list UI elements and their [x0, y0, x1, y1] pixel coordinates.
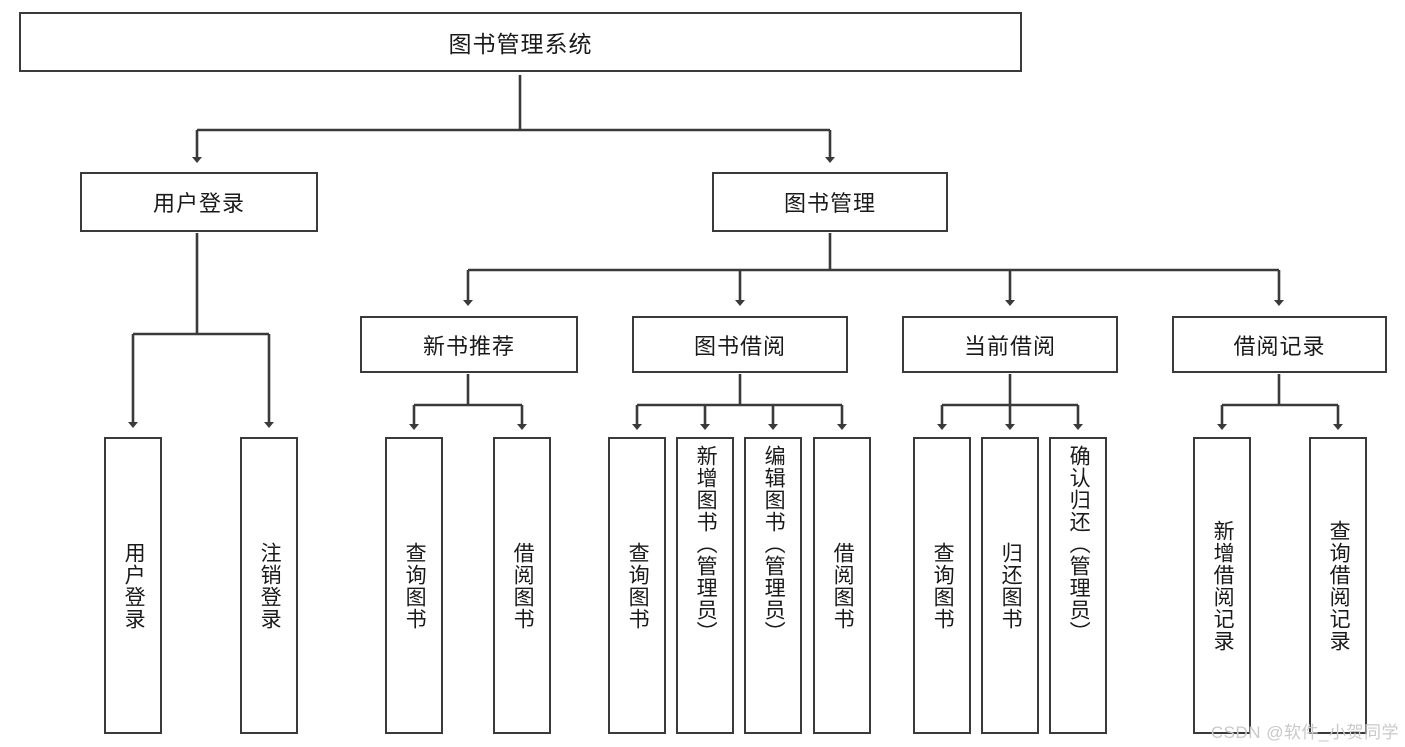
leaf-label: 查询图书	[403, 541, 427, 630]
node-current-borrow[interactable]: 当前借阅	[902, 316, 1118, 373]
leaf-label: 用户登录	[122, 541, 146, 630]
leaf-label: 查询图书	[931, 541, 955, 630]
node-book-management[interactable]: 图书管理	[712, 172, 948, 232]
leaf-user-login-logout[interactable]: 注销登录	[240, 437, 298, 734]
node-label: 借阅记录	[1233, 333, 1326, 359]
leaf-book-borrow-add-book-admin[interactable]: 新增图书（管理员）	[676, 437, 734, 734]
node-root-book-management-system[interactable]: 图书管理系统	[19, 12, 1022, 72]
leaf-current-borrow-confirm-return-admin[interactable]: 确认归还（管理员）	[1049, 437, 1107, 734]
leaf-label: 注销登录	[258, 541, 282, 630]
leaf-label: 借阅图书	[511, 541, 535, 630]
node-label: 图书借阅	[693, 333, 786, 359]
leaf-borrow-record-add-record[interactable]: 新增借阅记录	[1193, 437, 1251, 734]
leaf-book-borrow-query-book[interactable]: 查询图书	[608, 437, 666, 734]
leaf-label: 借阅图书	[831, 541, 855, 630]
leaf-current-borrow-return-book[interactable]: 归还图书	[981, 437, 1039, 734]
node-new-book-recommend[interactable]: 新书推荐	[360, 316, 578, 373]
leaf-label: 编辑图书（管理员）	[762, 445, 786, 643]
leaf-label: 新增借阅记录	[1211, 519, 1235, 652]
leaf-label: 新增图书（管理员）	[694, 445, 718, 643]
leaf-book-borrow-edit-book-admin[interactable]: 编辑图书（管理员）	[744, 437, 802, 734]
leaf-label: 归还图书	[999, 541, 1023, 630]
leaf-borrow-record-query-record[interactable]: 查询借阅记录	[1309, 437, 1367, 734]
leaf-new-book-borrow-book[interactable]: 借阅图书	[493, 437, 551, 734]
leaf-label: 确认归还（管理员）	[1067, 445, 1091, 643]
node-label: 图书管理	[783, 191, 876, 216]
node-label: 图书管理系统	[448, 31, 593, 57]
node-label: 新书推荐	[422, 333, 515, 359]
leaf-label: 查询借阅记录	[1327, 519, 1351, 652]
leaf-user-login-login[interactable]: 用户登录	[104, 437, 162, 734]
leaf-current-borrow-query-book[interactable]: 查询图书	[913, 437, 971, 734]
node-book-borrow[interactable]: 图书借阅	[632, 316, 848, 373]
node-borrow-record[interactable]: 借阅记录	[1172, 316, 1387, 373]
node-label: 用户登录	[152, 191, 245, 216]
node-user-login[interactable]: 用户登录	[80, 172, 318, 232]
node-label: 当前借阅	[963, 333, 1056, 359]
leaf-new-book-query-book[interactable]: 查询图书	[385, 437, 443, 734]
leaf-book-borrow-borrow-book[interactable]: 借阅图书	[813, 437, 871, 734]
csdn-watermark: CSDN @软件_小贺同学	[1210, 723, 1399, 742]
leaf-label: 查询图书	[626, 541, 650, 630]
